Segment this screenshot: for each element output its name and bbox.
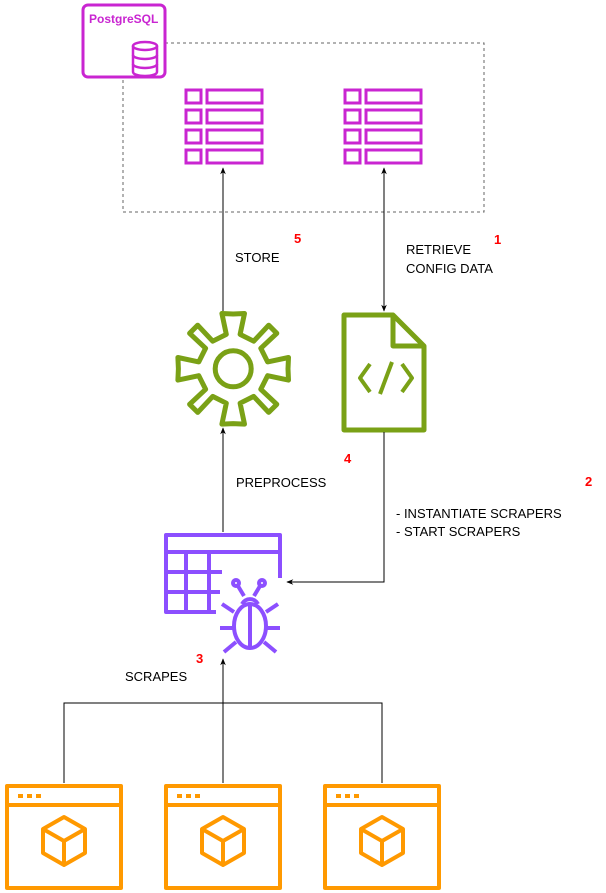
code-file-icon bbox=[341, 312, 427, 433]
gear-icon bbox=[175, 311, 291, 427]
step-number-1: 1 bbox=[494, 232, 502, 247]
step-label-5: STORE bbox=[235, 250, 280, 265]
step-label-2-line1: - INSTANTIATE SCRAPERS bbox=[396, 506, 562, 521]
step-number-5: 5 bbox=[294, 231, 302, 246]
database-icon bbox=[81, 3, 167, 79]
web-source-icon bbox=[5, 784, 123, 890]
table-icon-config bbox=[343, 88, 423, 165]
scraper-bug-icon bbox=[164, 533, 282, 654]
database-name: PostgreSQL bbox=[89, 12, 159, 26]
web-source-icon bbox=[323, 784, 441, 890]
table-icon-store bbox=[184, 88, 264, 165]
connector-source-left bbox=[63, 702, 223, 783]
database-group bbox=[122, 42, 485, 213]
connectors bbox=[63, 167, 387, 783]
step-label-3: SCRAPES bbox=[125, 669, 188, 684]
step-label-1-line1: RETRIEVE bbox=[406, 242, 472, 257]
step-label-4: PREPROCESS bbox=[236, 475, 327, 490]
step-label-2-line2: - START SCRAPERS bbox=[396, 524, 521, 539]
step-label-1-line2: CONFIG DATA bbox=[406, 261, 493, 276]
step-number-3: 3 bbox=[196, 651, 204, 666]
arrow-instantiate-scrapers bbox=[286, 432, 385, 585]
web-source-icon bbox=[164, 784, 282, 890]
connector-source-right bbox=[223, 702, 383, 783]
step-number-4: 4 bbox=[344, 451, 352, 466]
step-number-2: 2 bbox=[585, 474, 593, 489]
